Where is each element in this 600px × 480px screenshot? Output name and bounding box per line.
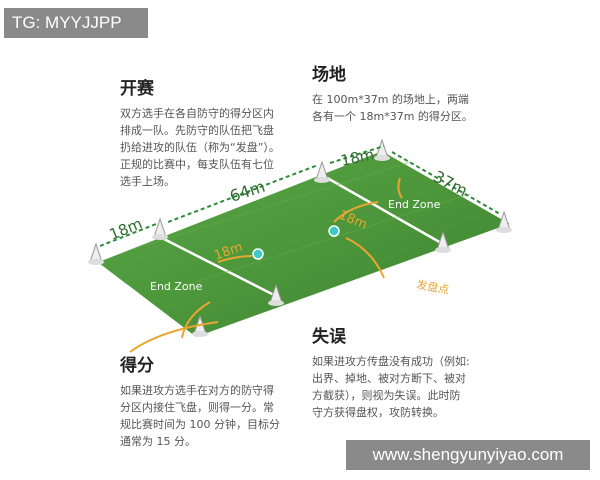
cone — [496, 210, 512, 233]
watermark-bottom: www.shengyunyiyao.com — [346, 440, 590, 470]
dimension-arrows — [99, 145, 501, 247]
section-title: 得分 — [120, 356, 154, 376]
endzone-label-left: End Zone — [150, 280, 203, 293]
endzone-line-left — [159, 235, 277, 298]
section-changdi: 场地 在 100m*37m 的场地上，两端 各有一个 18m*37m 的得分区。 — [312, 60, 482, 125]
cone — [374, 138, 390, 161]
cone — [88, 242, 104, 265]
section-text: 如果进攻方传盘没有成功（例如: 出界、掉地、被对方断下、被对 方截获），则视为失… — [312, 355, 470, 419]
orange-arrows — [129, 177, 403, 353]
left-label-18m: 18m — [107, 214, 145, 243]
endzone-label-right: End Zone — [388, 198, 441, 211]
cone — [152, 217, 168, 240]
section-text: 如果进攻方选手在对方的防守得 分区内接住飞盘，则得一分。常 规比赛时间为 100… — [120, 384, 280, 448]
section-title: 场地 — [312, 65, 346, 85]
section-defen: 得分 如果进攻方选手在对方的防守得 分区内接住飞盘，则得一分。常 规比赛时间为 … — [120, 351, 310, 450]
scribble-label: 发盘点 — [415, 277, 450, 297]
endzone-line-right — [321, 173, 444, 246]
watermark-top: TG: MYYJJPP — [4, 8, 148, 38]
playing-field — [93, 148, 515, 340]
section-text: 在 100m*37m 的场地上，两端 各有一个 18m*37m 的得分区。 — [312, 93, 473, 123]
disc-marker-left — [252, 248, 264, 260]
grass-texture — [129, 161, 411, 251]
section-title: 失误 — [312, 327, 346, 347]
cone — [268, 283, 284, 306]
section-text: 双方选手在各自防守的得分区内 排成一队。先防守的队伍把飞盘 扔给进攻的队伍（称为… — [120, 107, 280, 188]
section-kaisai: 开赛 双方选手在各自防守的得分区内 排成一队。先防守的队伍把飞盘 扔给进攻的队伍… — [120, 74, 310, 190]
cone — [435, 230, 451, 253]
disc-marker-right — [328, 225, 340, 237]
cone — [314, 160, 330, 183]
grass-texture — [169, 193, 471, 291]
section-shiwu: 失误 如果进攻方传盘没有成功（例如: 出界、掉地、被对方断下、被对 方截获），则… — [312, 322, 492, 421]
section-title: 开赛 — [120, 79, 154, 99]
